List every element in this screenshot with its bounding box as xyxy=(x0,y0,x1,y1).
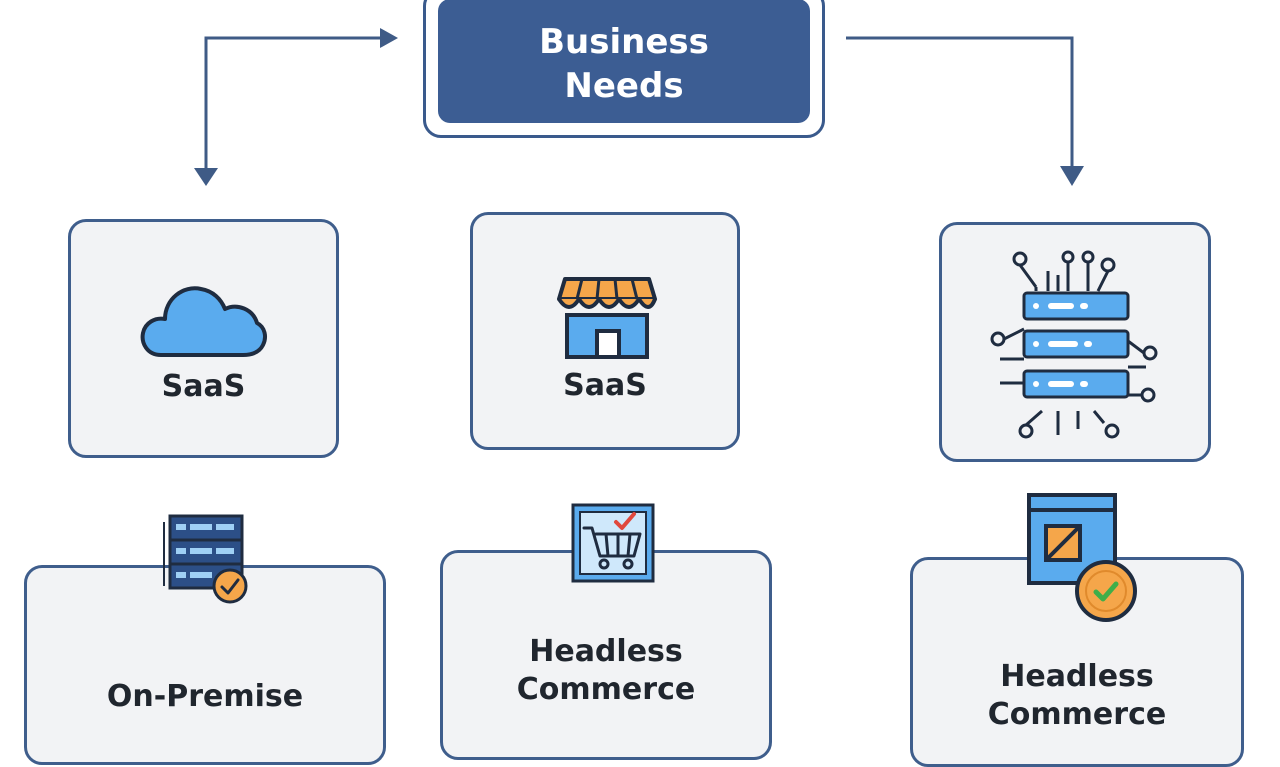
saas-label: SaaS xyxy=(161,369,246,404)
server-network-icon xyxy=(990,250,1158,439)
business-needs-banner: Business Needs xyxy=(438,0,810,123)
on-premise-label: On-Premise xyxy=(106,679,304,714)
server-network-card xyxy=(939,222,1211,462)
business-needs-node: Business Needs xyxy=(423,0,825,138)
saas-label: SaaS xyxy=(563,368,647,403)
headless-commerce-label: Headless Commerce xyxy=(987,659,1167,732)
saas-cloud-card: SaaS xyxy=(68,219,339,458)
window-check-icon xyxy=(1027,493,1137,622)
shopping-cart-icon xyxy=(571,503,655,583)
arrow-to-left-branch xyxy=(194,28,398,186)
headless-commerce-label: Headless Commerce xyxy=(516,634,696,707)
saas-storefront-card: SaaS xyxy=(470,212,740,450)
connector-arrows xyxy=(194,28,1084,186)
cloud-icon xyxy=(140,286,267,357)
business-needs-title: Business Needs xyxy=(539,22,709,106)
server-check-icon xyxy=(163,514,248,604)
arrow-to-right-branch xyxy=(846,36,1084,186)
storefront-icon xyxy=(557,277,657,359)
